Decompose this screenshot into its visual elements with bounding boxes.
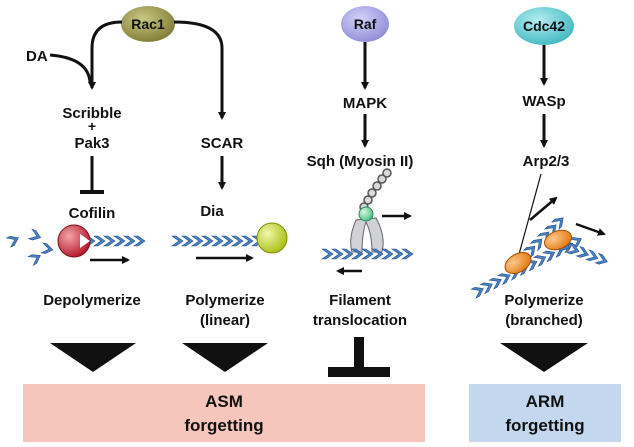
translocation-inhibition — [328, 337, 390, 377]
rac1-to-scar-arrow — [173, 20, 226, 120]
polymerize-branched-label: Polymerize — [504, 292, 583, 309]
da-label: DA — [26, 48, 48, 65]
filament-label: Filament — [329, 292, 391, 309]
branch-right-arrow — [575, 222, 606, 236]
asm-forgetting-box — [23, 384, 425, 442]
pak3-label: Pak3 — [74, 135, 109, 152]
dia-label: Dia — [200, 203, 224, 220]
cofilin-label: Cofilin — [69, 205, 116, 222]
myosin-tail — [359, 168, 392, 212]
scar-label: SCAR — [201, 135, 244, 152]
myosin-legs — [350, 217, 384, 253]
plus-label: + — [88, 118, 96, 134]
cdc42-oval — [514, 7, 574, 45]
linear-down-arrow — [182, 343, 268, 372]
asm-forgetting-label: forgetting — [184, 416, 263, 435]
polymerize-branched-sub: (branched) — [505, 312, 583, 329]
depolymerize-label: Depolymerize — [43, 292, 141, 309]
mapk-label: MAPK — [343, 95, 387, 112]
polymerize-linear-label: Polymerize — [185, 292, 264, 309]
arm-forgetting-box — [469, 384, 621, 442]
arp23-complex-upper — [543, 229, 573, 251]
arm-label: ARM — [526, 392, 565, 411]
asm-label: ASM — [205, 392, 243, 411]
myosin-head — [358, 206, 374, 222]
raf-oval — [341, 6, 389, 42]
wasp-label: WASp — [522, 93, 565, 110]
dia-protein — [256, 222, 288, 254]
translocation-filament — [321, 248, 414, 260]
polymerize-linear-sub: (linear) — [200, 312, 250, 329]
da-to-scribble-arrow — [49, 53, 92, 83]
arm-forgetting-label: forgetting — [505, 416, 584, 435]
depolymerize-down-arrow — [50, 343, 136, 372]
sqh-label: Sqh (Myosin II) — [307, 153, 414, 170]
cofilin-notch — [80, 234, 90, 248]
branched-down-arrow — [500, 343, 588, 372]
branch-upper-arrow — [529, 196, 558, 221]
translocation-label: translocation — [313, 312, 407, 329]
linear-filament — [171, 235, 264, 247]
arp23-complex-lower — [504, 252, 532, 274]
raf-label: Raf — [354, 16, 377, 32]
cdc42-label: Cdc42 — [523, 18, 565, 34]
rac1-oval — [121, 6, 175, 42]
arp23-pointer — [517, 173, 542, 259]
rac1-to-scribble-arrow — [88, 20, 123, 90]
arp23-label: Arp2/3 — [523, 153, 570, 170]
scribble-label: Scribble — [62, 105, 121, 122]
rac1-label: Rac1 — [131, 16, 165, 32]
